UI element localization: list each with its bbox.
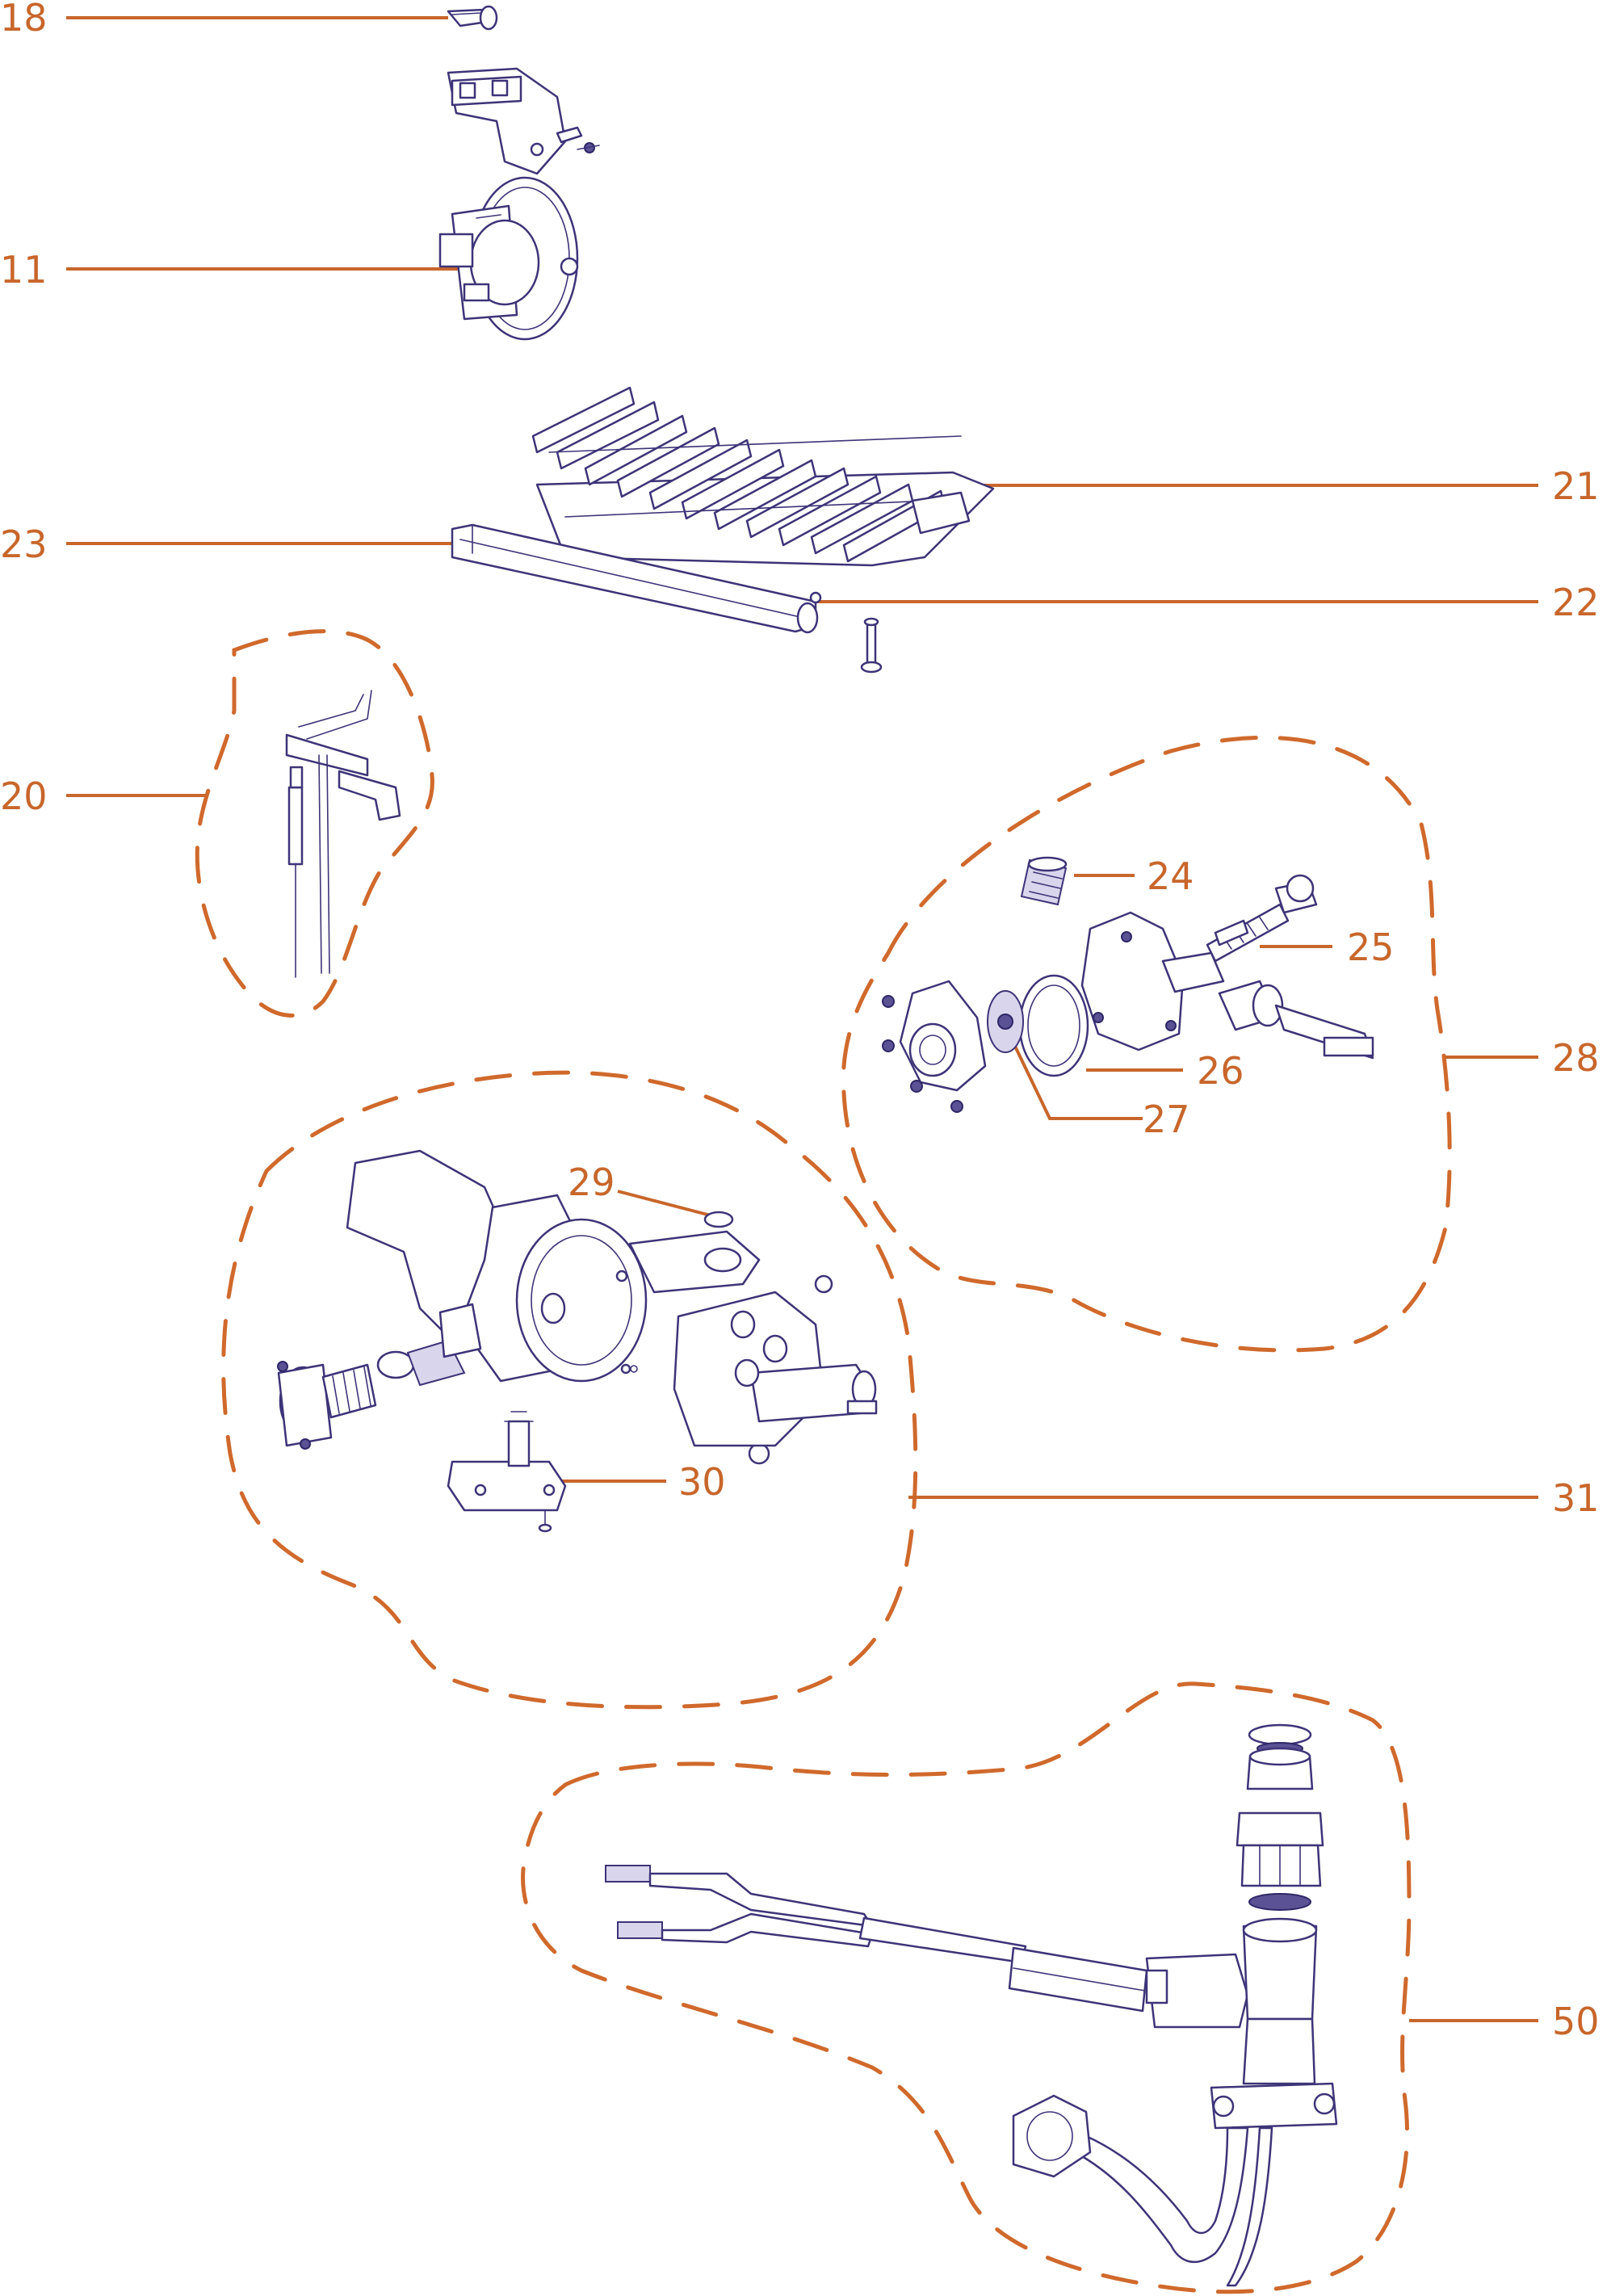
part-25-spindle — [1206, 874, 1318, 963]
callout-30: 30 — [678, 1460, 726, 1504]
part-11-pressure-switch — [438, 176, 579, 341]
part-50-pipe-assembly — [605, 1723, 1338, 2287]
part-27-disc — [987, 990, 1024, 1053]
bracket-assembly — [447, 67, 600, 175]
callout-27: 27 — [1143, 1098, 1190, 1141]
callout-23: 23 — [0, 523, 48, 566]
callout-26: 26 — [1197, 1049, 1244, 1093]
callout-29: 29 — [568, 1161, 615, 1204]
group-outline-28 — [841, 735, 1452, 1353]
callout-11: 11 — [0, 248, 48, 292]
part-23-manifold — [451, 523, 822, 634]
part-20-electrode — [285, 690, 401, 978]
part-29-o-ring — [703, 1211, 734, 1228]
part-30-solenoid — [447, 1411, 567, 1533]
part-21-burner-bank — [531, 386, 995, 567]
group-outline-20 — [195, 629, 434, 1018]
leader-27 — [1009, 1037, 1143, 1120]
callout-31: 31 — [1552, 1476, 1600, 1520]
callout-50: 50 — [1552, 2000, 1600, 2043]
callout-24: 24 — [1147, 854, 1194, 898]
callout-20: 20 — [0, 774, 48, 818]
callout-28: 28 — [1552, 1036, 1600, 1080]
callout-18: 18 — [0, 0, 48, 40]
callout-21: 21 — [1552, 464, 1600, 508]
part-18-cap — [447, 5, 498, 31]
group-outline-50 — [521, 1681, 1412, 2294]
callout-22: 22 — [1552, 581, 1600, 624]
callout-25: 25 — [1347, 926, 1395, 969]
leader-29 — [617, 1190, 711, 1217]
part-24-filter — [1020, 856, 1068, 906]
part-22-screw — [860, 617, 883, 674]
water-valve-assembly — [882, 874, 1374, 1113]
group-outline-31 — [221, 1070, 918, 1710]
part-26-diaphragm — [1018, 974, 1089, 1077]
gas-valve-assembly — [277, 1149, 878, 1533]
